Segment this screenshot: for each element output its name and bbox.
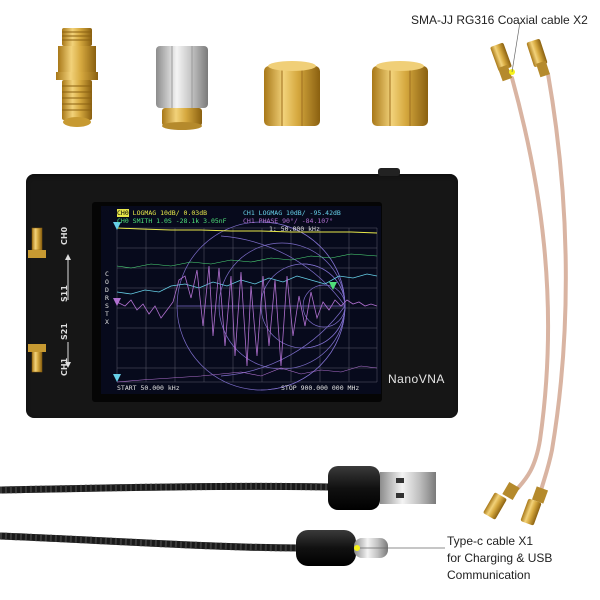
port-ch0-label: CH0 [60,226,69,245]
brand-logo: NanoVNA [388,372,445,386]
sma-load-icon [156,46,208,130]
trace2-channel: CH0 [117,217,129,225]
port-arrow-icons [65,254,71,368]
cal-menu-letter[interactable]: O [105,278,109,286]
vna-plot [113,221,378,391]
sma-adapter-icon [56,28,98,127]
cal-menu-letter[interactable]: D [105,286,109,294]
vna-screen: CH0 LOGMAG 10dB/ 0.03dB CH0 SMITH 1.0S -… [101,206,381,394]
sma-cap-icon [372,61,428,126]
cal-menu[interactable]: C O D R S T X [103,270,111,326]
usb-c-cable-icon [0,530,445,566]
coax-connector-icon [483,481,549,526]
cal-menu-letter[interactable]: S [105,302,109,310]
cal-menu-letter[interactable]: R [105,294,109,302]
trace3-text: CH1 LOGMAG 10dB/ -95.42dB [243,209,341,217]
cal-menu-letter[interactable]: C [105,270,109,278]
trace4-text: CH1 PHASE 90°/ -84.107° [243,217,334,225]
cal-menu-letter[interactable]: X [105,318,109,326]
trace1-text: LOGMAG 10dB/ 0.03dB [132,209,208,217]
cal-menu-letter[interactable]: T [105,310,109,318]
coax-cable-icon [510,72,568,496]
coax-connector-icon [490,38,550,82]
typec-cable-label-line1: Type-c cable X1 [447,534,534,548]
sma-cap-icon [264,61,320,126]
typec-cable-label-line3: Communication [447,568,531,582]
usb-cable-icon [0,466,436,510]
start-frequency: START 50.000 kHz [117,384,180,392]
power-switch[interactable] [378,168,400,176]
callout-leader-line [511,21,521,73]
typec-cable-label-line2: for Charging & USB [447,551,553,565]
trace2-text: SMITH 1.0S -28.1k 3.05nF [132,217,227,225]
sma-port-icons [28,227,46,373]
stop-frequency: STOP 900.000 000 MHz [281,384,360,392]
marker-readout: 1: 50.000 kHz [269,225,320,233]
coax-cable-label: SMA-JJ RG316 Coaxial cable X2 [411,13,588,27]
trace1-channel: CH0 [117,209,129,217]
